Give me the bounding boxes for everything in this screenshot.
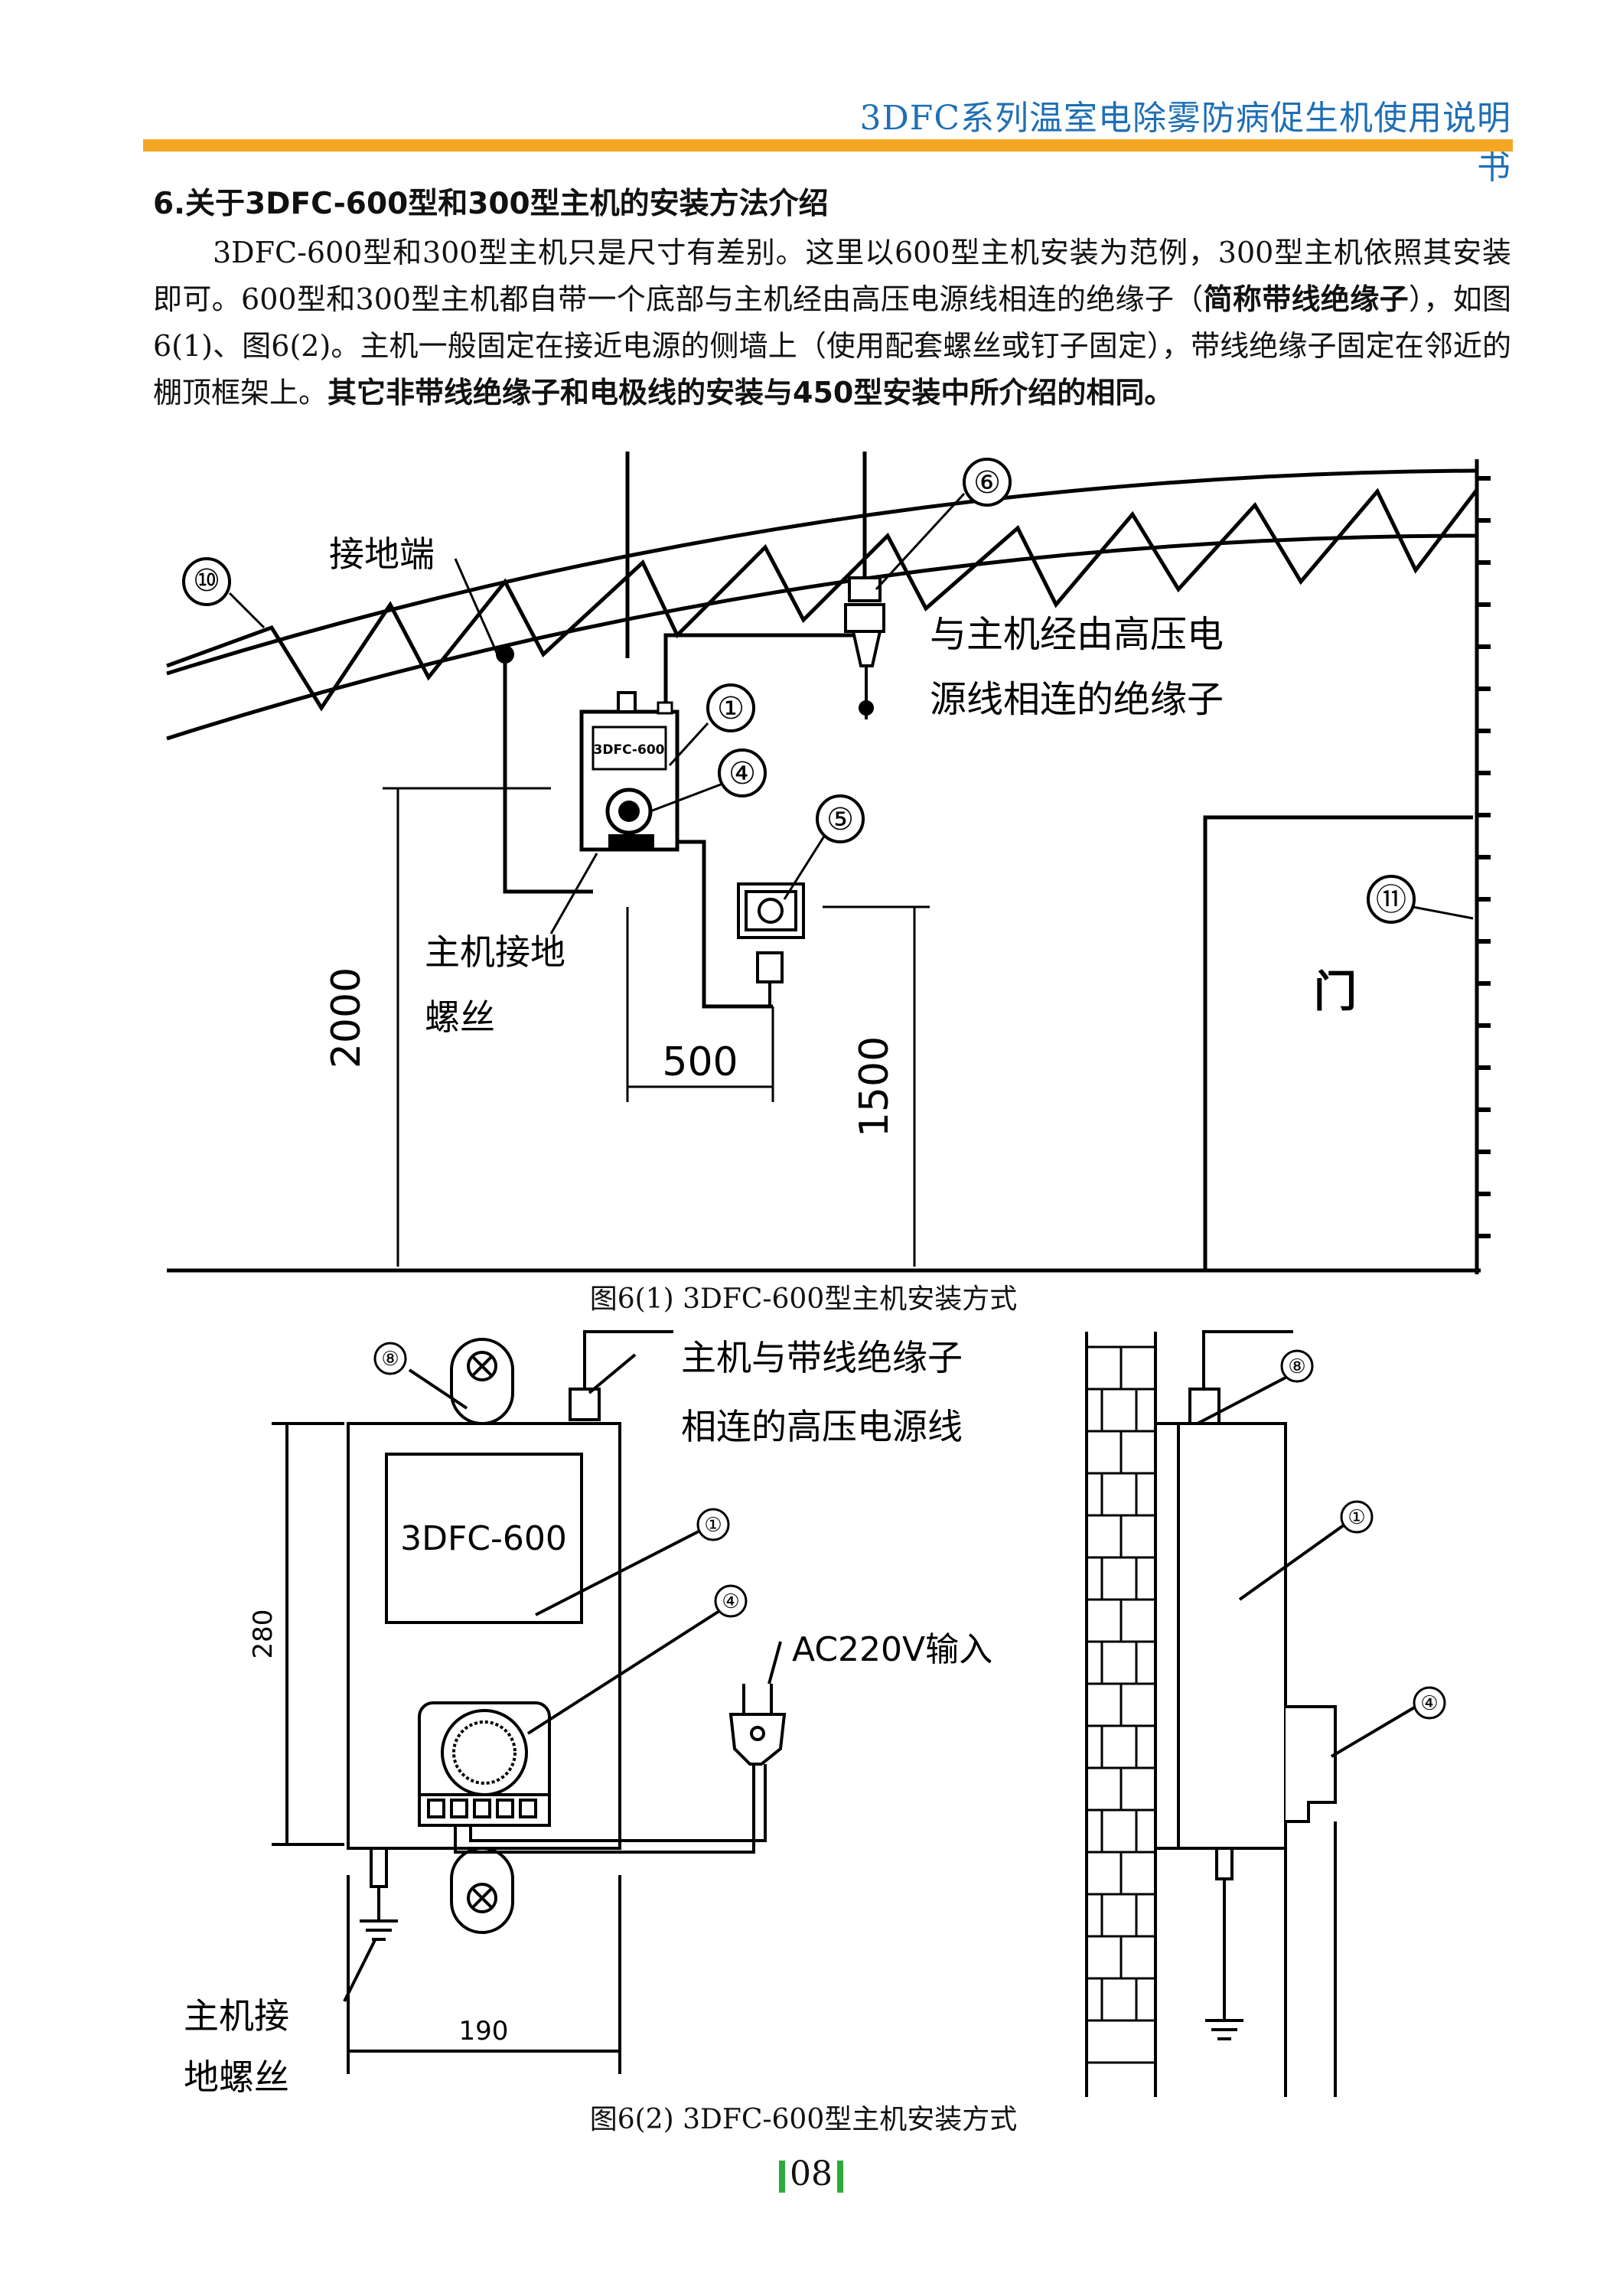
callout-5: ⑤ — [826, 802, 854, 837]
para-bold-1: 简称带线绝缘子 — [1203, 282, 1409, 316]
dim-2000: 2000 — [324, 967, 370, 1068]
door-frame — [1203, 815, 1473, 1270]
power-wire — [662, 840, 773, 1009]
page-number-bar-left — [779, 2160, 785, 2193]
label-insulator-line1: 与主机经由高压电 — [930, 613, 1224, 656]
callout-4-front: ④ — [722, 1590, 739, 1613]
header-rule — [143, 139, 1513, 152]
device-label-fig1: 3DFC-600 — [594, 742, 665, 758]
section-heading: 6.关于3DFC-600型和300型主机的安装方法介绍 — [153, 187, 829, 221]
figure-1-diagram: 3DFC-600 2000 500 1500 — [166, 452, 1491, 1274]
callout-8-side: ⑧ — [1288, 1355, 1305, 1378]
truss-web — [166, 488, 1478, 712]
callout-4: ④ — [728, 756, 756, 791]
label-ac-input: AC220V输入 — [792, 1630, 992, 1669]
label-door: 门 — [1314, 967, 1357, 1017]
callout-1-side: ① — [1348, 1506, 1365, 1529]
header-title: 3DFC系列温室电除雾防病促生机使用说明书 — [859, 99, 1511, 187]
callout-8-front: ⑧ — [381, 1348, 399, 1371]
para-bold-2: 其它非带线绝缘子和电极线的安装与450型安装中所介绍的相同。 — [328, 376, 1174, 409]
label-ground-screw-fig2-line2: 地螺丝 — [184, 2056, 289, 2098]
page-number: 08 — [773, 2154, 849, 2194]
dim-190: 190 — [459, 2016, 509, 2047]
label-ground-screw-line2: 螺丝 — [425, 996, 495, 1038]
dim-1500: 1500 — [852, 1036, 898, 1137]
body-paragraph: 3DFC-600型和300型主机只是尺寸有差别。这里以600型主机安装为范例，3… — [153, 230, 1511, 416]
label-insulator-line2: 源线相连的绝缘子 — [930, 678, 1224, 721]
figure-2-caption: 图6(2) 3DFC-600型主机安装方式 — [589, 2104, 1018, 2135]
wall-hatching — [1477, 476, 1491, 1238]
page-number-text: 08 — [790, 2154, 833, 2193]
label-hv-line2: 相连的高压电源线 — [681, 1406, 963, 1447]
power-socket — [737, 882, 805, 1006]
brick-rows — [1087, 1345, 1155, 2064]
dim-500: 500 — [662, 1039, 738, 1085]
callout-6: ⑥ — [973, 465, 1001, 501]
para-text-2: ），如图6(1)、图6(2)。主机一般固定在接近电源的侧墙上（使用配套螺丝或钉子… — [153, 282, 1511, 409]
ac-wire-fig2 — [454, 1764, 755, 1854]
insulator — [844, 576, 885, 719]
dim-280: 280 — [248, 1609, 279, 1659]
figure-1-caption: 图6(1) 3DFC-600型主机安装方式 — [589, 1283, 1018, 1315]
callout-10: ⑩ — [193, 563, 220, 598]
dimension-lines — [383, 787, 930, 1267]
callout-4-side: ④ — [1420, 1692, 1438, 1715]
callout-1: ① — [717, 691, 745, 726]
hv-line-to-insulator — [663, 633, 861, 712]
truss-top-chord — [166, 468, 1478, 676]
ground-terminal-dot — [496, 645, 514, 664]
device-unit-fig1: 3DFC-600 — [579, 691, 680, 852]
label-hv-line1: 主机与带线绝缘子 — [681, 1337, 963, 1378]
para-text-1: 3DFC-600型和300型主机只是尺寸有差别。这里以600型主机安装为范例，3… — [153, 236, 1511, 316]
callout-11: ⑪ — [1376, 882, 1406, 918]
callout-1-front: ① — [704, 1514, 722, 1537]
figure-2-diagram: ⑧ ① ④ ⑧ ① ④ 3DFC-600 主机与带线绝缘子 相连的高压电源线 A… — [184, 1330, 1446, 2098]
callout-leaders — [228, 492, 1474, 934]
device-side-view — [1154, 1388, 1337, 1880]
label-ground-screw-fig2-line1: 主机接 — [184, 1995, 289, 2037]
label-ground-screw-line1: 主机接地 — [425, 931, 565, 973]
ground-wire — [503, 654, 593, 894]
device-label-fig2: 3DFC-600 — [400, 1519, 567, 1558]
label-ground-terminal: 接地端 — [329, 533, 435, 575]
page-number-bar-right — [837, 2160, 843, 2193]
